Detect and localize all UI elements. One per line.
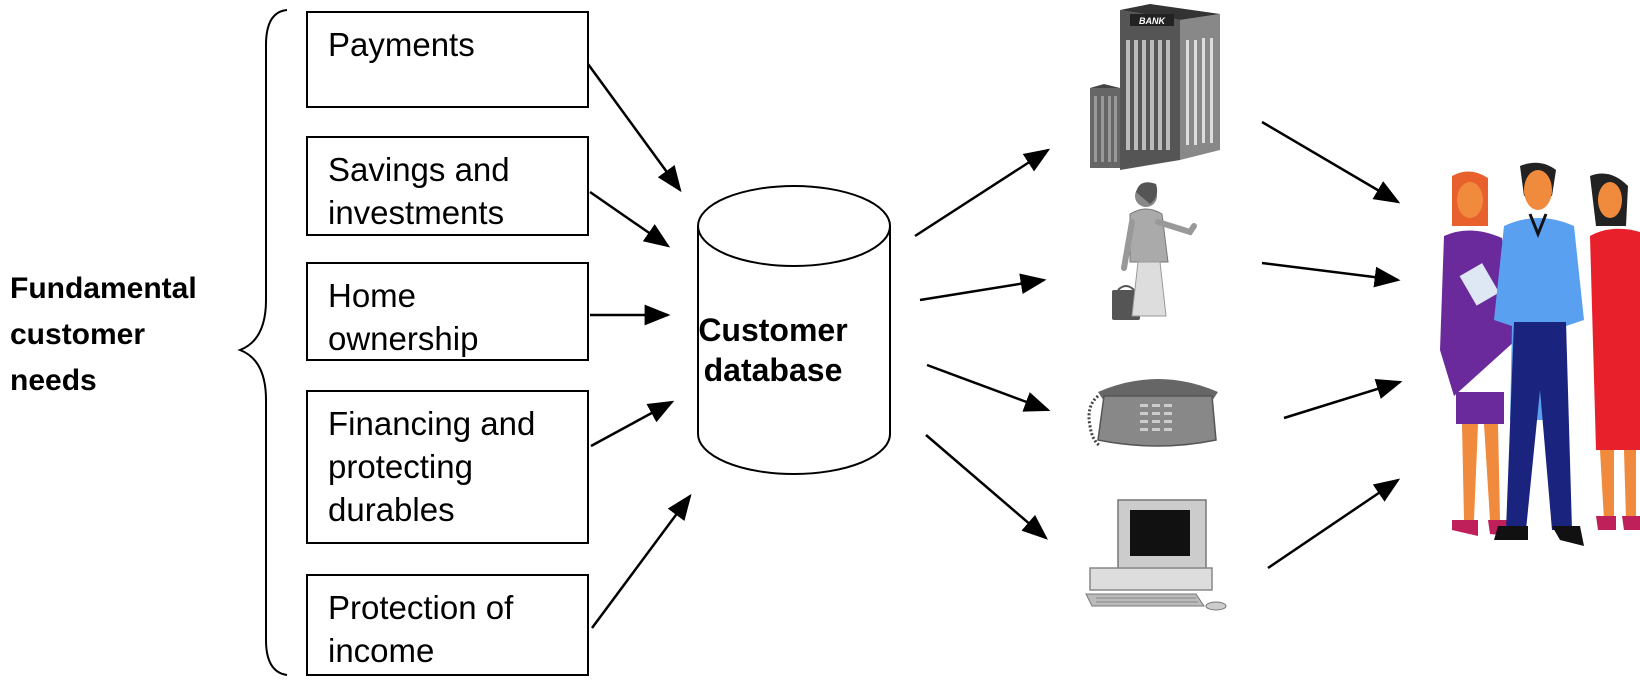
arrow-telephone-to-customers — [1283, 379, 1403, 420]
needs-brace — [237, 9, 288, 676]
need-label: Payments — [328, 26, 475, 63]
need-protection-income: Protection of income — [306, 574, 589, 676]
need-label: Home ownership — [328, 277, 479, 357]
telephone-icon — [1087, 379, 1218, 448]
bank-sign: BANK — [1139, 16, 1166, 26]
arrow-to-computer — [925, 434, 1048, 540]
fundamental-needs-label: Fundamental customer needs — [10, 272, 197, 397]
arrow-bank-to-customers — [1261, 120, 1401, 204]
need-savings-investments: Savings and investments — [306, 136, 589, 236]
customer-database-cylinder — [697, 185, 891, 475]
need-label: Savings and investments — [328, 151, 510, 231]
bank-building-icon: BANK — [1090, 4, 1220, 170]
need-financing-durables: Financing and protecting durables — [306, 390, 589, 544]
channels-to-customers-arrows — [1261, 120, 1403, 570]
customer-database-label: Customer database — [698, 312, 848, 388]
arrow-savings — [589, 190, 671, 248]
arrow-salesperson-to-customers — [1261, 261, 1401, 288]
customers-group-icon — [1440, 162, 1640, 546]
arrow-to-telephone — [926, 363, 1051, 412]
database-to-channels-arrows — [914, 148, 1051, 540]
computer-icon — [1085, 499, 1227, 611]
arrow-protection — [590, 493, 692, 629]
arrow-financing — [590, 400, 675, 448]
need-payments: Payments — [306, 11, 589, 108]
arrow-to-bank — [914, 148, 1051, 238]
need-label: Financing and protecting durables — [328, 405, 536, 528]
arrow-payments — [586, 63, 682, 193]
arrow-computer-to-customers — [1267, 478, 1401, 570]
arrow-to-salesperson — [919, 273, 1047, 302]
need-label: Protection of income — [328, 589, 514, 669]
salesperson-icon — [1112, 182, 1197, 320]
need-home-ownership: Home ownership — [306, 262, 589, 361]
needs-to-database-arrows — [586, 63, 692, 629]
